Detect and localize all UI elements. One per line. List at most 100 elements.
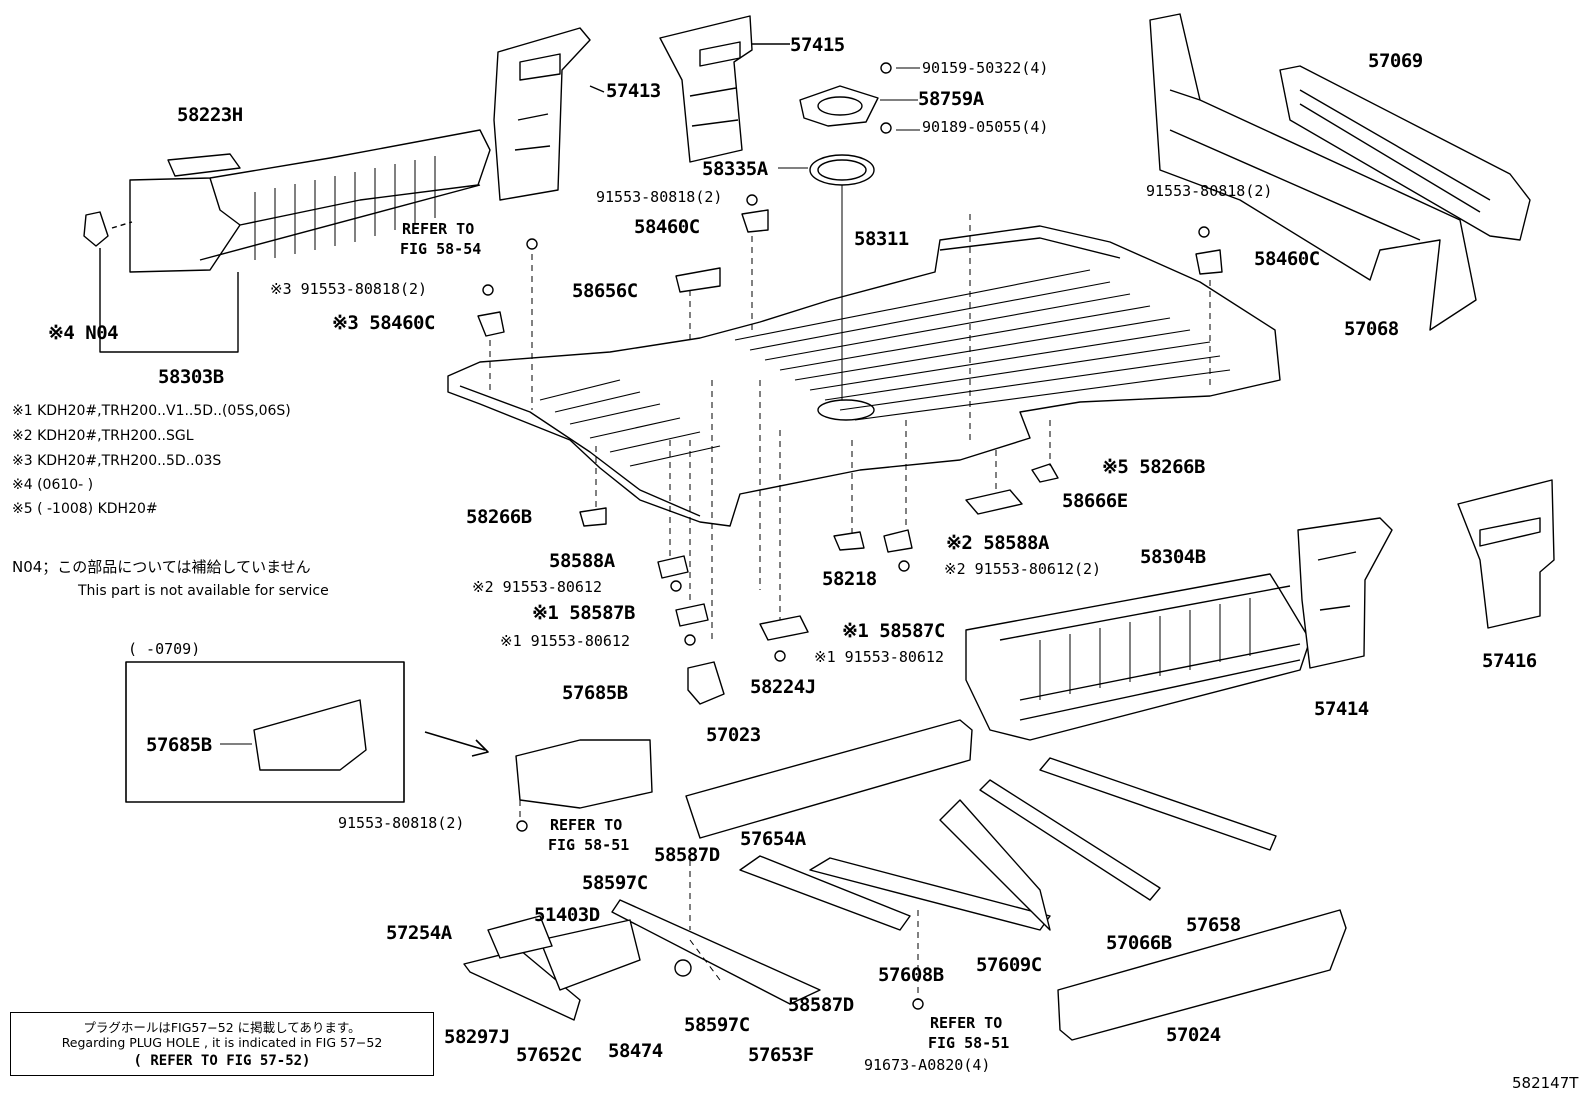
note-5: ※5 ( -1008) KDH20#	[12, 501, 158, 517]
figure-code: 582147T	[1512, 1074, 1579, 1092]
label-58223H: 58223H	[177, 104, 243, 126]
member-57024	[1057, 909, 1347, 1041]
clip-n04	[83, 211, 109, 247]
plug-hole-note-box: プラグホールはFIG57−52 に掲載してあります。 Regarding PLU…	[10, 1012, 434, 1076]
refer-58-51a-line1: REFER TO	[550, 816, 623, 834]
label-58759A: 58759A	[918, 88, 984, 110]
floor-ribs	[539, 269, 1231, 467]
note-box-line1: プラグホールはFIG57−52 に掲載してあります。	[83, 1020, 361, 1035]
label-57023: 57023	[706, 724, 761, 746]
label-57608B: 57608B	[878, 964, 944, 986]
note-3: ※3 KDH20#,TRH200..5D..03S	[12, 453, 222, 469]
n04-note-en: This part is not available for service	[78, 583, 329, 599]
label-57685B: 57685B	[562, 682, 628, 704]
label-58335A: 58335A	[702, 158, 768, 180]
label-58460C-x3: ※3 58460C	[332, 312, 435, 334]
pillar-57416	[1457, 479, 1555, 629]
label-58303B: 58303B	[158, 366, 224, 388]
label-58311: 58311	[854, 228, 909, 250]
label-58588A-l: 58588A	[549, 550, 615, 572]
label-58266B-l: 58266B	[466, 506, 532, 528]
member-57023	[685, 719, 973, 839]
label-91553-80818-r: 91553-80818(2)	[1146, 182, 1273, 200]
pillar-57414	[1297, 517, 1393, 669]
n04-note-jp: N04；この部品については補給していません	[12, 558, 311, 576]
label-58218: 58218	[822, 568, 877, 590]
pillar-57415	[659, 15, 790, 163]
label-58656C: 58656C	[572, 280, 638, 302]
label-57416: 57416	[1482, 650, 1537, 672]
label-91553-80612-x1r: ※1 91553-80612	[814, 648, 944, 666]
grommet-58474	[674, 959, 692, 977]
member-51403D	[539, 919, 641, 991]
refer-58-51b-line1: REFER TO	[930, 1014, 1003, 1032]
label-91673-A0820: 91673-A0820(4)	[864, 1056, 991, 1074]
label-91553-80612-x2l: ※2 91553-80612	[472, 578, 602, 596]
label-57254A: 57254A	[386, 922, 452, 944]
rail-57069	[1279, 65, 1531, 241]
label-90159-50322: 90159-50322(4)	[922, 59, 1049, 77]
label-58474: 58474	[608, 1040, 663, 1062]
label-58587D-a: 58587D	[654, 844, 720, 866]
label-58587C: ※1 58587C	[842, 620, 945, 642]
label-57066B: 57066B	[1106, 932, 1172, 954]
note-box-line2: Regarding PLUG HOLE , it is indicated in…	[61, 1035, 383, 1050]
member-57654A	[739, 855, 911, 931]
rail-57068	[1149, 13, 1477, 331]
refer-58-51b-line2: FIG 58-51	[928, 1034, 1010, 1052]
leader-58303B	[99, 248, 239, 353]
label-57414: 57414	[1314, 698, 1369, 720]
label-57069: 57069	[1368, 50, 1423, 72]
label-91553-80818-a: 91553-80818(2)	[596, 188, 723, 206]
label-range-0709: ( -0709)	[128, 640, 201, 658]
label-91553-80818-x3: ※3 91553-80818(2)	[270, 280, 428, 298]
label-58266B-r: ※5 58266B	[1102, 456, 1205, 478]
label-91553-80612-x2r: ※2 91553-80612(2)	[944, 560, 1102, 578]
label-57024: 57024	[1166, 1024, 1221, 1046]
inset-part-57685B	[253, 699, 367, 771]
panel-58304B	[965, 573, 1311, 741]
label-58597C-a: 58597C	[582, 872, 648, 894]
label-58460C-r: 58460C	[1254, 248, 1320, 270]
label-57653F: 57653F	[748, 1044, 814, 1066]
part-57685B	[515, 739, 653, 809]
label-58297J: 58297J	[444, 1026, 510, 1048]
label-58224J: 58224J	[750, 676, 816, 698]
label-51403D: 51403D	[534, 904, 600, 926]
label-57652C: 57652C	[516, 1044, 582, 1066]
label-57609C: 57609C	[976, 954, 1042, 976]
panel-58303B	[129, 129, 491, 273]
label-57415: 57415	[790, 34, 845, 56]
member-57608B	[809, 857, 1051, 931]
member-57658	[1039, 757, 1277, 851]
note-1: ※1 KDH20#,TRH200..V1..5D..(05S,06S)	[12, 403, 291, 419]
member-57609C	[939, 799, 1051, 931]
refer-58-54-line1: REFER TO	[402, 220, 475, 238]
note-2: ※2 KDH20#,TRH200..SGL	[12, 428, 194, 444]
label-91553-80612-x1l: ※1 91553-80612	[500, 632, 630, 650]
label-57654A: 57654A	[740, 828, 806, 850]
member-57066B	[979, 779, 1161, 901]
label-57068: 57068	[1344, 318, 1399, 340]
bracket-57254A	[487, 915, 553, 959]
refer-58-54-line2: FIG 58-54	[400, 240, 482, 258]
label-58587D-b: 58587D	[788, 994, 854, 1016]
label-58597C-b: 58597C	[684, 1014, 750, 1036]
floor-plug-hole	[817, 399, 875, 421]
label-n04: ※4 N04	[48, 322, 119, 344]
refer-58-51a-line2: FIG 58-51	[548, 836, 630, 854]
label-90189-05055: 90189-05055(4)	[922, 118, 1049, 136]
label-91553-80818-low: 91553-80818(2)	[338, 814, 465, 832]
inset-box	[125, 661, 405, 803]
note-4: ※4 (0610- )	[12, 477, 94, 493]
label-57685B-inset: 57685B	[146, 734, 212, 756]
label-57413: 57413	[606, 80, 661, 102]
label-58666E: 58666E	[1062, 490, 1128, 512]
note-box-line3: ( REFER TO FIG 57-52)	[133, 1053, 311, 1069]
arrow-right-icon	[424, 731, 489, 757]
plate-58759A	[799, 85, 879, 127]
label-58588A-r: ※2 58588A	[946, 532, 1049, 554]
label-58460C-a: 58460C	[634, 216, 700, 238]
label-58587B: ※1 58587B	[532, 602, 635, 624]
